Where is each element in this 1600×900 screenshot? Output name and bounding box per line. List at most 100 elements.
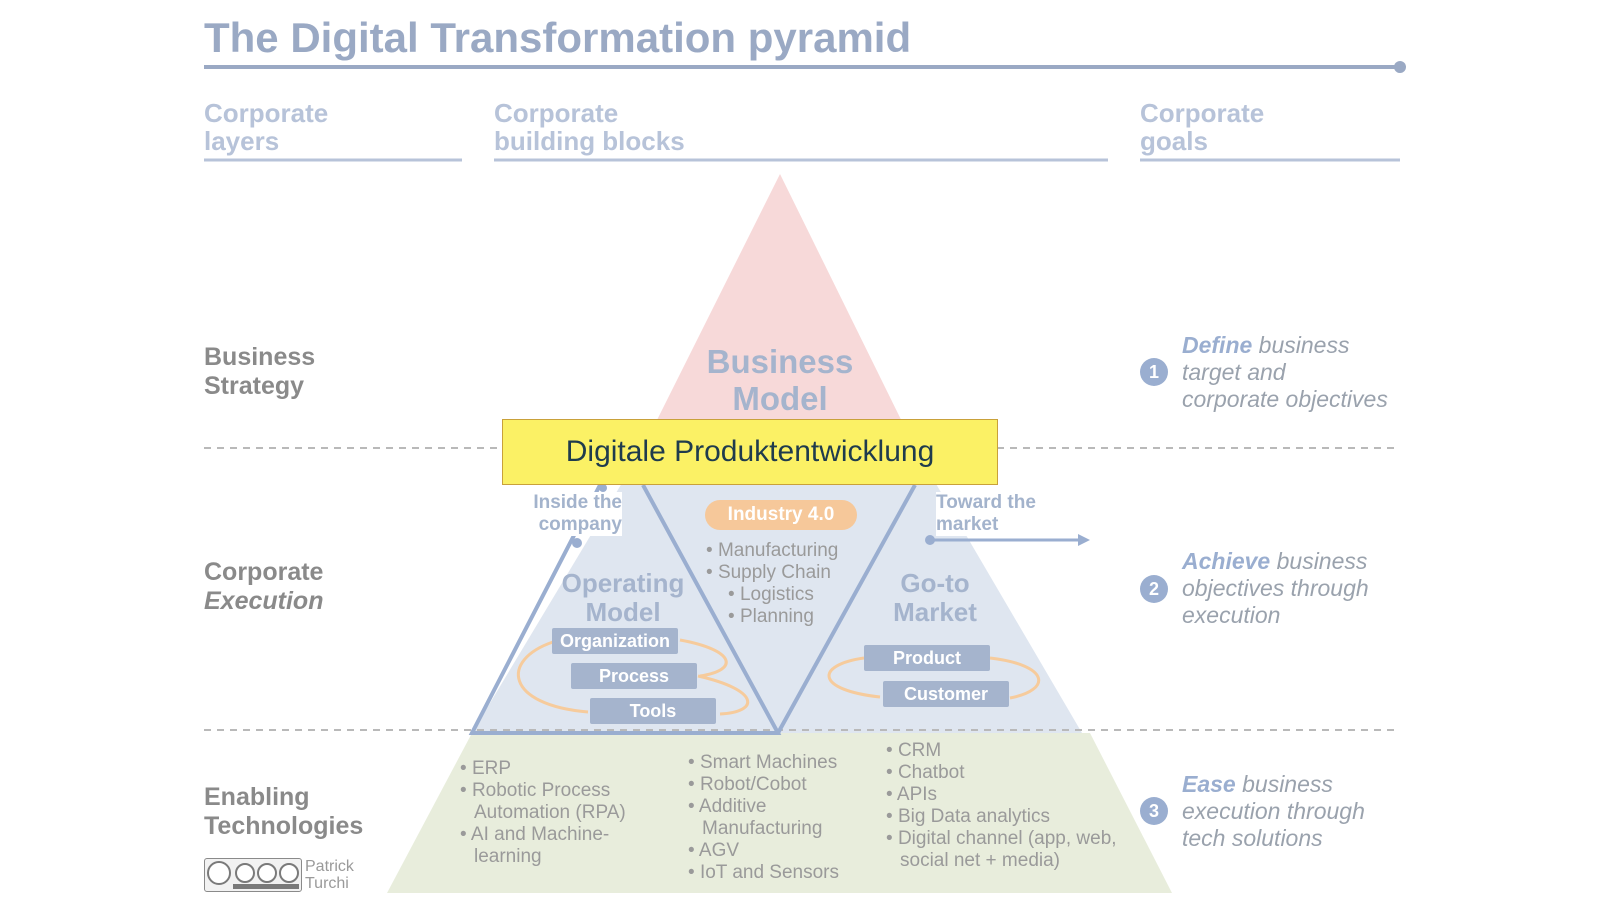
- list-text: Digital channel (app, web,: [897, 828, 1117, 849]
- tech-column-3: • CRM • Chatbot • APIs • Big Data analyt…: [886, 740, 1117, 872]
- list-text: IoT and Sensors: [699, 862, 840, 883]
- goal-number-2: 2: [1140, 575, 1168, 603]
- credit-line: Turchi: [305, 875, 349, 892]
- list-item: • Big Data analytics: [886, 806, 1051, 827]
- goal-text: execution through: [1182, 798, 1365, 824]
- list-text: APIs: [896, 784, 938, 805]
- layer-business-strategy: Business Strategy: [204, 343, 315, 401]
- model-line: Model: [732, 380, 828, 417]
- go-to-market-label: Go-to Market: [870, 569, 1000, 627]
- side-line: market: [936, 514, 999, 535]
- list-text: Chatbot: [897, 762, 965, 783]
- operating-model-label: Operating Model: [548, 569, 698, 627]
- layer-line: Corporate: [204, 558, 324, 586]
- goal-2: Achieve business objectives through exec…: [1182, 548, 1369, 629]
- header-line: goals: [1140, 126, 1208, 156]
- pill-customer: Customer: [883, 681, 1009, 707]
- goal-text: corporate objectives: [1182, 386, 1388, 412]
- inside-connector-dot-2: [572, 538, 582, 548]
- list-item: • AI and Machine-: [460, 824, 610, 845]
- goal-text: business: [1270, 548, 1368, 574]
- inside-connector-dot: [599, 484, 607, 492]
- pyramid-base: [387, 733, 1172, 893]
- goal-text: objectives through: [1182, 575, 1369, 601]
- side-line: Toward the: [936, 492, 1036, 513]
- cc-by-nc-sa-badge: [204, 858, 302, 892]
- header-line: Corporate: [494, 98, 619, 128]
- layer-line: Strategy: [204, 372, 305, 400]
- layer-line: Technologies: [204, 812, 364, 840]
- inside-company-label: Inside the company: [518, 492, 622, 536]
- header-corporate-layers: Corporate layers: [204, 99, 328, 155]
- goal-text: target and: [1182, 359, 1286, 385]
- header-line: Corporate: [204, 98, 329, 128]
- list-text: CRM: [897, 740, 942, 761]
- header-line: layers: [204, 126, 280, 156]
- list-item: • CRM: [886, 740, 942, 761]
- list-item: • Logistics: [728, 584, 814, 605]
- list-item: • Robotic Process: [460, 780, 611, 801]
- list-text: Smart Machines: [699, 752, 838, 773]
- layer-line: Business: [204, 343, 316, 371]
- side-line: Inside the: [533, 492, 622, 513]
- overlay-banner: Digitale Produktentwicklung: [502, 419, 998, 485]
- op-cycle-right-2: [697, 674, 750, 716]
- pill-product: Product: [864, 645, 990, 671]
- model-line: Business: [706, 343, 854, 380]
- layer-corporate-execution: Corporate Execution: [204, 558, 323, 616]
- pill-tools: Tools: [590, 698, 716, 724]
- list-item: • Additive: [688, 796, 767, 817]
- list-item: • IoT and Sensors: [688, 862, 840, 883]
- list-text: Supply Chain: [717, 562, 831, 583]
- header-line: Corporate: [1140, 98, 1265, 128]
- header-building-blocks: Corporate building blocks: [494, 99, 685, 155]
- list-text: AGV: [698, 840, 740, 861]
- list-item: • Chatbot: [886, 762, 965, 783]
- layer-line: Enabling: [204, 783, 310, 811]
- pill-organization: Organization: [552, 628, 678, 654]
- model-line: Model: [585, 597, 661, 627]
- list-item: Automation (RPA): [460, 802, 626, 824]
- layer-enabling-technologies: Enabling Technologies: [204, 783, 363, 841]
- list-item: learning: [460, 846, 626, 868]
- list-text: Manufacturing: [702, 818, 823, 839]
- tech-column-1: • ERP • Robotic Process Automation (RPA)…: [460, 758, 626, 868]
- cc-license-icon: [207, 861, 299, 889]
- toward-market-label: Toward the market: [936, 492, 1056, 536]
- goal-text: business: [1235, 771, 1333, 797]
- goal-3: Ease business execution through tech sol…: [1182, 771, 1365, 852]
- gtm-cycle-right: [989, 656, 1041, 700]
- list-item: • Manufacturing: [706, 540, 839, 561]
- goal-number-3: 3: [1140, 797, 1168, 825]
- model-line: Market: [893, 597, 977, 627]
- credit-line: Patrick: [305, 858, 354, 875]
- side-line: company: [538, 514, 622, 535]
- header-corporate-goals: Corporate goals: [1140, 99, 1264, 155]
- goal-text: business: [1252, 332, 1350, 358]
- goal-emphasis: Achieve: [1182, 548, 1271, 574]
- page-title: The Digital Transformation pyramid: [204, 14, 912, 61]
- list-text: ERP: [471, 758, 512, 779]
- list-item: • ERP: [460, 758, 512, 779]
- list-text: Robotic Process: [471, 780, 611, 801]
- business-model-label: Business Model: [680, 343, 880, 417]
- pill-process: Process: [571, 663, 697, 689]
- title-rule-dot: [1394, 61, 1406, 73]
- list-text: AI and Machine-: [470, 824, 610, 845]
- list-item: • Digital channel (app, web,: [886, 828, 1117, 849]
- gtm-cycle-left: [827, 656, 881, 699]
- model-line: Go-to: [900, 568, 970, 598]
- list-item: • AGV: [688, 840, 740, 861]
- author-credit: Patrick Turchi: [305, 858, 354, 892]
- tech-column-2: • Smart Machines • Robot/Cobot • Additiv…: [688, 752, 839, 884]
- op-cycle-left: [516, 640, 589, 714]
- header-line: building blocks: [494, 126, 685, 156]
- model-line: Operating: [561, 568, 685, 598]
- list-item: social net + media): [886, 850, 1117, 872]
- list-text: learning: [474, 846, 542, 867]
- industry-4-badge: Industry 4.0: [705, 500, 857, 530]
- list-text: social net + media): [900, 850, 1060, 871]
- goal-number-1: 1: [1140, 358, 1168, 386]
- list-item: • Planning: [728, 606, 814, 627]
- list-text: Manufacturing: [717, 540, 839, 561]
